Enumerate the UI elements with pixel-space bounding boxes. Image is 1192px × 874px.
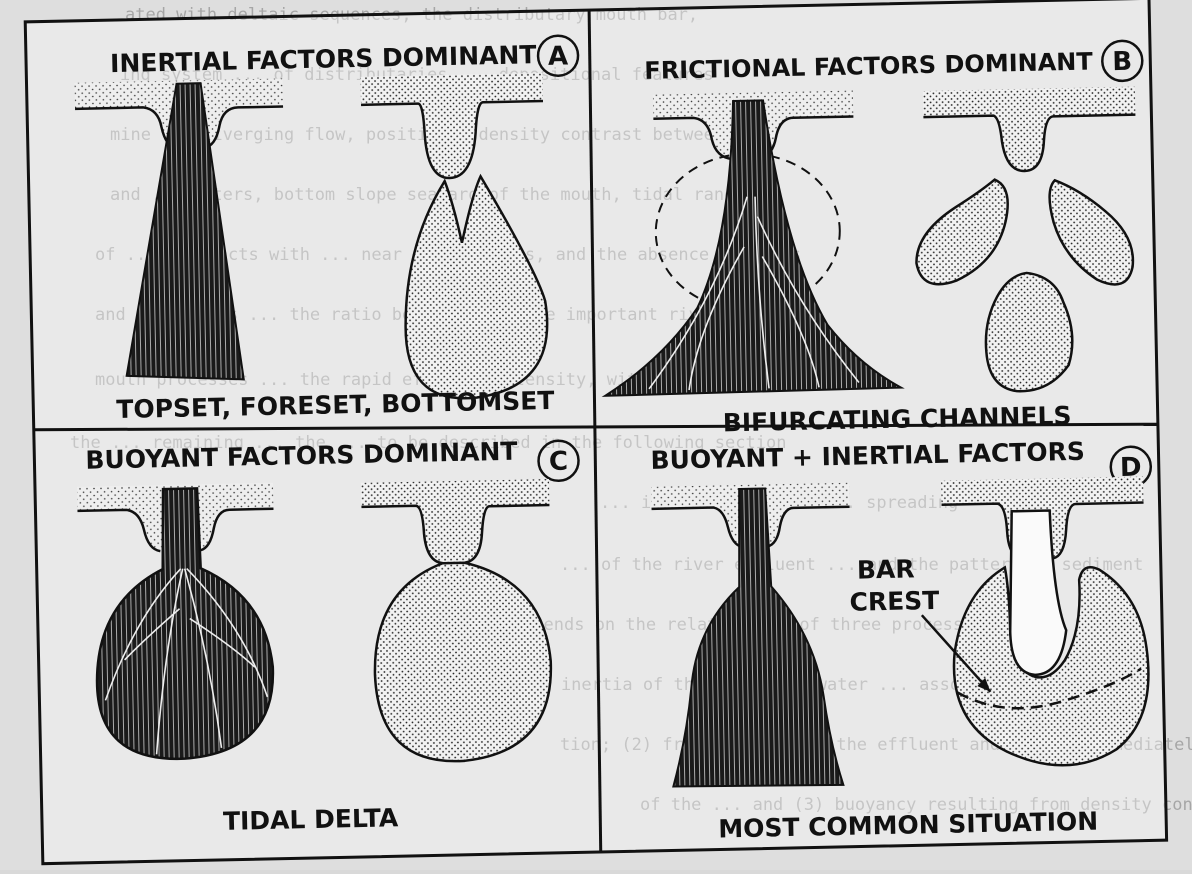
panel-d-label-bar: BAR [857, 554, 915, 584]
figure-frame: INERTIAL FACTORS DOMINANT A TOPSET, FORE… [25, 0, 1166, 864]
panel-c-caption: TIDAL DELTA [223, 803, 399, 836]
panel-a-badge: A [548, 42, 569, 72]
panel-b-badge: B [1112, 47, 1132, 77]
panel-d-label-crest: CREST [849, 586, 939, 617]
panel-c-badge: C [549, 447, 569, 477]
